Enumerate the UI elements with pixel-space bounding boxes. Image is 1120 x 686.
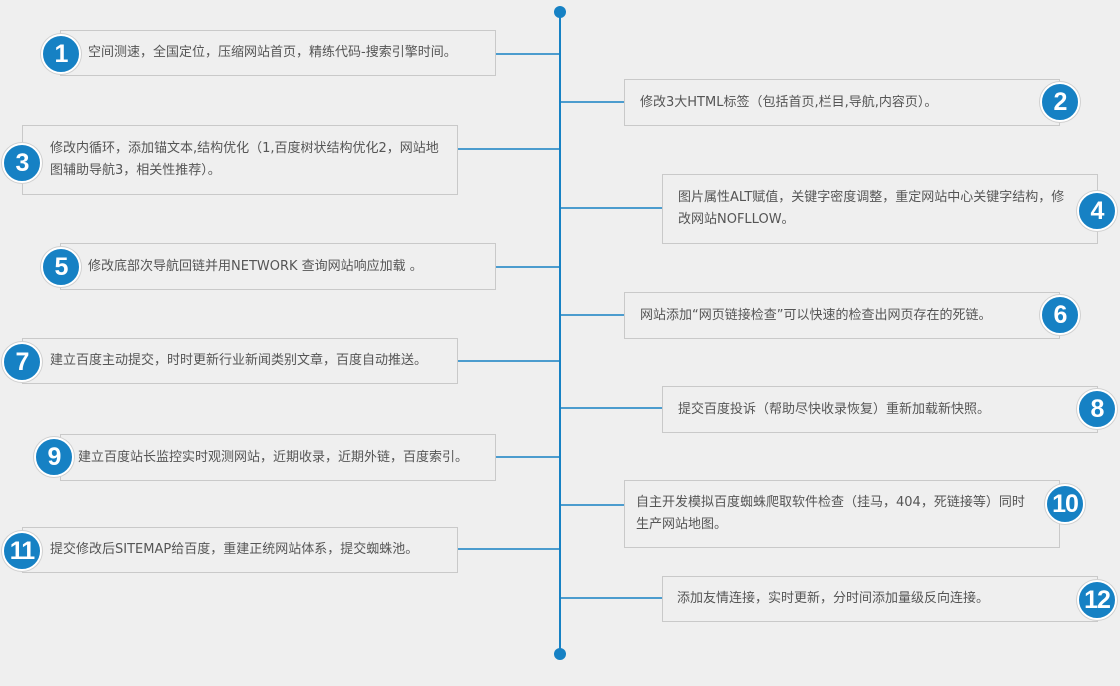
step-7-box: 建立百度主动提交，时时更新行业新闻类别文章，百度自动推送。 [22,338,458,384]
step-12-text: 添加友情连接，实时更新，分时间添加量级反向连接。 [677,591,990,606]
step-4-text: 图片属性ALT赋值，关键字密度调整，重定网站中心关键字结构，修改网站NOFLLO… [678,190,1065,227]
step-11-box: 提交修改后SITEMAP给百度，重建正统网站体系，提交蜘蛛池。 [22,527,458,573]
step-6-box: 网站添加“网页链接检查”可以快速的检查出网页存在的死链。 [624,292,1060,339]
step-7-text: 建立百度主动提交，时时更新行业新闻类别文章，百度自动推送。 [50,353,428,368]
step-8-badge: 8 [1077,389,1117,429]
step-10-badge: 10 [1045,484,1085,524]
step-8-box: 提交百度投诉（帮助尽快收录恢复）重新加载新快照。 [662,386,1098,433]
step-9-box: 建立百度站长监控实时观测网站，近期收录，近期外链，百度索引。 [60,434,496,481]
step-6-text: 网站添加“网页链接检查”可以快速的检查出网页存在的死链。 [640,307,992,323]
step-7-badge: 7 [2,342,42,382]
step-1-text: 空间测速，全国定位，压缩网站首页，精练代码-搜索引擎时间。 [88,45,457,60]
step-5-badge: 5 [41,247,81,287]
step-11-badge: 11 [2,531,42,571]
step-3-text: 修改内循环，添加锚文本,结构优化（1,百度树状结构优化2，网站地图辅助导航3，相… [50,141,439,178]
step-1-badge: 1 [41,34,81,74]
step-8-text: 提交百度投诉（帮助尽快收录恢复）重新加载新快照。 [678,401,991,417]
step-12-box: 添加友情连接，实时更新，分时间添加量级反向连接。 [662,576,1098,622]
timeline-end-dot [554,648,566,660]
step-2-badge: 2 [1040,82,1080,122]
step-12-badge: 12 [1077,580,1117,620]
step-3-box: 修改内循环，添加锚文本,结构优化（1,百度树状结构优化2，网站地图辅助导航3，相… [22,125,458,195]
step-10-text: 自主开发模拟百度蜘蛛爬取软件检查（挂马，404，死链接等）同时生产网站地图。 [636,495,1025,532]
step-6-badge: 6 [1040,295,1080,335]
step-9-text: 建立百度站长监控实时观测网站，近期收录，近期外链，百度索引。 [78,449,469,465]
step-4-box: 图片属性ALT赋值，关键字密度调整，重定网站中心关键字结构，修改网站NOFLLO… [662,174,1098,244]
step-9-badge: 9 [34,437,74,477]
timeline-start-dot [554,6,566,18]
step-1-box: 空间测速，全国定位，压缩网站首页，精练代码-搜索引擎时间。 [60,30,496,76]
step-2-box: 修改3大HTML标签（包括首页,栏目,导航,内容页）。 [624,79,1060,126]
step-11-text: 提交修改后SITEMAP给百度，重建正统网站体系，提交蜘蛛池。 [50,542,419,557]
step-3-badge: 3 [2,143,42,183]
step-4-badge: 4 [1077,191,1117,231]
step-5-text: 修改底部次导航回链并用NETWORK 查询网站响应加载 。 [88,258,423,274]
step-2-text: 修改3大HTML标签（包括首页,栏目,导航,内容页）。 [640,94,938,110]
step-10-box: 自主开发模拟百度蜘蛛爬取软件检查（挂马，404，死链接等）同时生产网站地图。 [624,480,1060,548]
step-5-box: 修改底部次导航回链并用NETWORK 查询网站响应加载 。 [60,243,496,290]
